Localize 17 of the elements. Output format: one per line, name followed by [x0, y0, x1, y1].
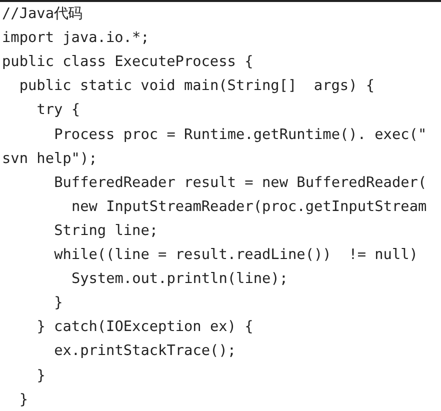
- code-line: while((line = result.readLine()) != null): [54, 246, 418, 264]
- code-line: Process proc = Runtime.getRuntime(). exec(": [54, 126, 427, 144]
- code-line: public class ExecuteProcess {: [2, 53, 254, 72]
- code-line: new InputStreamReader(proc.getInputStream: [71, 198, 427, 216]
- code-line: System.out.println(line);: [71, 270, 288, 288]
- code-line: BufferedReader result = new BufferedReader(: [54, 174, 427, 192]
- code-line: }: [54, 294, 63, 312]
- code-line: String line;: [54, 222, 158, 240]
- code-line: } catch(IOException ex) {: [36, 318, 254, 336]
- code-line: ex.printStackTrace();: [54, 342, 236, 360]
- code-line: }: [19, 390, 28, 409]
- code-line: svn help");: [2, 150, 98, 168]
- code-line: public static void main(String[] args) {: [19, 77, 375, 96]
- code-line: try {: [36, 101, 80, 120]
- code-line: import java.io.*;: [2, 29, 150, 48]
- code-comment: //Java代码: [2, 5, 82, 23]
- code-line: }: [36, 366, 46, 384]
